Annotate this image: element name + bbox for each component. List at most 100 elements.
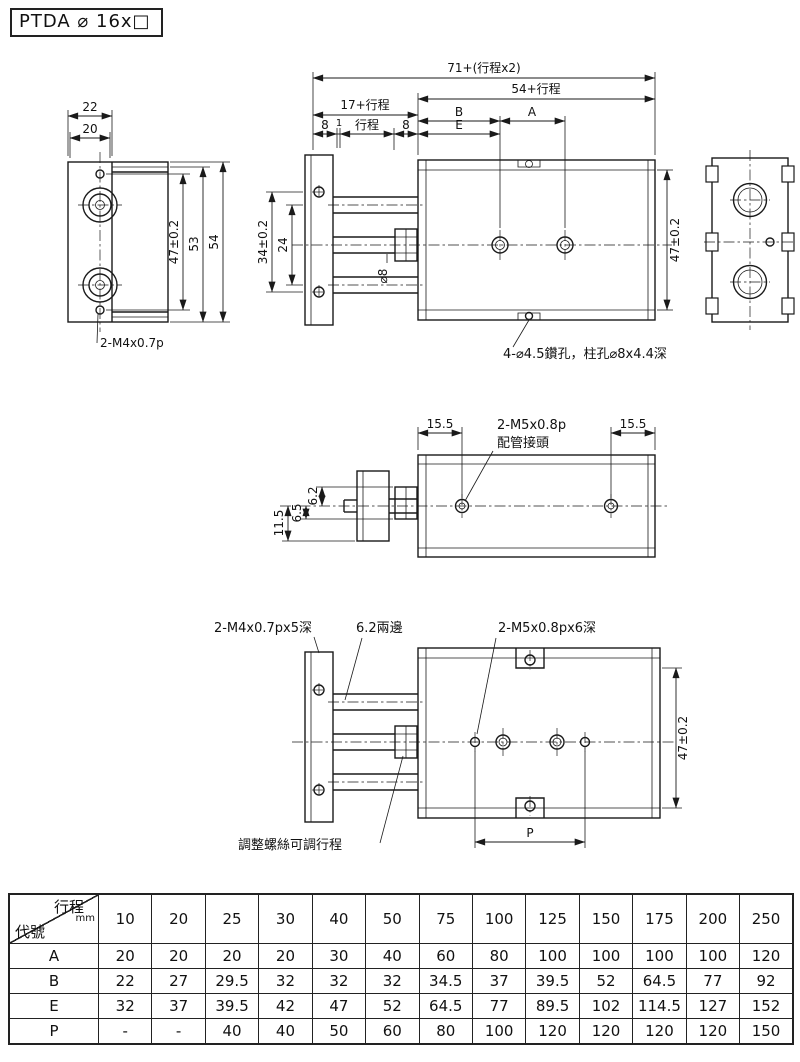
dim-24: 24 (276, 237, 290, 252)
note-drill-holes: 4-⌀4.5鑽孔，柱孔⌀8x4.4深 (503, 346, 667, 362)
note-port-name: 配管接頭 (497, 435, 549, 451)
spec-cell: 77 (685, 968, 741, 994)
note-m5-depth: 2-M5x0.8px6深 (498, 621, 596, 636)
spec-cell: 40 (204, 1018, 260, 1045)
spec-row-label: P (8, 1018, 99, 1045)
stroke-header-cell: 150 (578, 893, 634, 944)
dim-b: B (455, 105, 463, 119)
note-port-thread: 2-M5x0.8p (497, 418, 566, 433)
dim-front-20: 20 (82, 122, 97, 136)
spec-cell: 32 (97, 993, 153, 1019)
dim-11-5: 11.5 (272, 510, 286, 537)
stroke-header-cell: 175 (632, 893, 687, 944)
stroke-header-cell: 200 (685, 893, 741, 944)
spec-cell: 39.5 (525, 968, 580, 994)
spec-cell: 60 (418, 943, 473, 969)
dim-bottom-47: 47±0.2 (676, 716, 690, 760)
dim-seg1: 1 (336, 118, 342, 129)
spec-cell: 32 (258, 968, 313, 994)
dim-front-53: 53 (187, 236, 201, 251)
dim-stroke: 行程 (355, 117, 379, 132)
spec-cell: 29.5 (204, 968, 260, 994)
spec-cell: 89.5 (525, 993, 580, 1019)
stroke-header-cell: 40 (311, 893, 367, 944)
part-number: PTDA ⌀ 16x□ (19, 11, 151, 32)
spec-cell: 150 (739, 1018, 794, 1045)
spec-cell: 20 (204, 943, 260, 969)
table-corner-cell: 行程 mm 代號 (8, 893, 99, 944)
dim-front-22: 22 (82, 100, 97, 114)
spec-cell: 120 (632, 1018, 687, 1045)
spec-cell: 50 (311, 1018, 367, 1045)
spec-row-label: B (8, 968, 99, 994)
stroke-header-cell: 50 (365, 893, 420, 944)
corner-label-code: 代號 (15, 923, 46, 941)
spec-cell: 60 (365, 1018, 420, 1045)
dim-port-right: 15.5 (620, 417, 647, 431)
spec-cell: 120 (525, 1018, 580, 1045)
spec-cell: 40 (258, 1018, 313, 1045)
note-m4-depth: 2-M4x0.7px5深 (214, 621, 312, 636)
dim-e: E (455, 118, 463, 132)
dim-front-47: 47±0.2 (167, 220, 181, 264)
spec-cell: 77 (471, 993, 527, 1019)
spec-cell: 100 (525, 943, 580, 969)
stroke-header-cell: 75 (418, 893, 473, 944)
spec-cell: 40 (365, 943, 420, 969)
spec-cell: 47 (311, 993, 367, 1019)
spec-cell: 20 (151, 943, 206, 969)
spec-cell: 32 (311, 968, 367, 994)
dim-seg8-left: 8 (321, 118, 329, 132)
dim-rod-dia: ⌀8 (376, 269, 390, 284)
spec-cell: - (151, 1018, 206, 1045)
spec-cell: 37 (471, 968, 527, 994)
spec-cell: 30 (311, 943, 367, 969)
spec-cell: 92 (739, 968, 794, 994)
spec-cell: 114.5 (632, 993, 687, 1019)
spec-cell: 127 (685, 993, 741, 1019)
spec-cell: 100 (632, 943, 687, 969)
technical-drawing: 22 20 47±0.2 53 54 2-M4x0.7p (67, 60, 796, 853)
dim-a: A (528, 105, 537, 119)
stroke-header-cell: 30 (258, 893, 313, 944)
spec-cell: 52 (365, 993, 420, 1019)
spec-cell: 120 (578, 1018, 634, 1045)
spec-cell: 20 (97, 943, 153, 969)
front-view: 22 20 47±0.2 53 54 2-M4x0.7p (67, 100, 230, 350)
dim-34: 34±0.2 (256, 220, 270, 264)
dim-side-47: 47±0.2 (668, 218, 682, 262)
stroke-header-cell: 20 (151, 893, 206, 944)
spec-cell: 32 (365, 968, 420, 994)
dim-front-54: 54 (207, 234, 221, 249)
spec-cell: 42 (258, 993, 313, 1019)
spec-cell: 152 (739, 993, 794, 1019)
spec-cell: 64.5 (632, 968, 687, 994)
spec-cell: 102 (578, 993, 634, 1019)
note-adjust-screw: 調整螺絲可調行程 (238, 838, 342, 853)
dim-p: P (526, 826, 533, 840)
spec-row-label: A (8, 943, 99, 969)
spec-cell: 80 (418, 1018, 473, 1045)
stroke-header-cell: 100 (471, 893, 527, 944)
note-both-sides: 6.2兩邊 (356, 621, 403, 636)
bottom-side-view: 47±0.2 P 2-M4x0.7px5深 6.2兩邊 2-M5x0.8px6深… (214, 621, 690, 853)
spec-cell: 100 (471, 1018, 527, 1045)
dim-6-2: 6.2 (306, 486, 320, 505)
spec-cell: 22 (97, 968, 153, 994)
spec-cell: 34.5 (418, 968, 473, 994)
dim-port-left: 15.5 (427, 417, 454, 431)
spec-cell: - (97, 1018, 153, 1045)
dim-seg8-right: 8 (402, 118, 410, 132)
stroke-header-cell: 25 (204, 893, 260, 944)
side-view: 71+(行程x2) 54+行程 17+行程 B A 8 1 行程 8 E 34±… (256, 60, 682, 362)
dim-rod-length: 17+行程 (340, 97, 389, 112)
dim-body-length: 54+行程 (511, 81, 560, 96)
stroke-header-cell: 250 (739, 893, 794, 944)
